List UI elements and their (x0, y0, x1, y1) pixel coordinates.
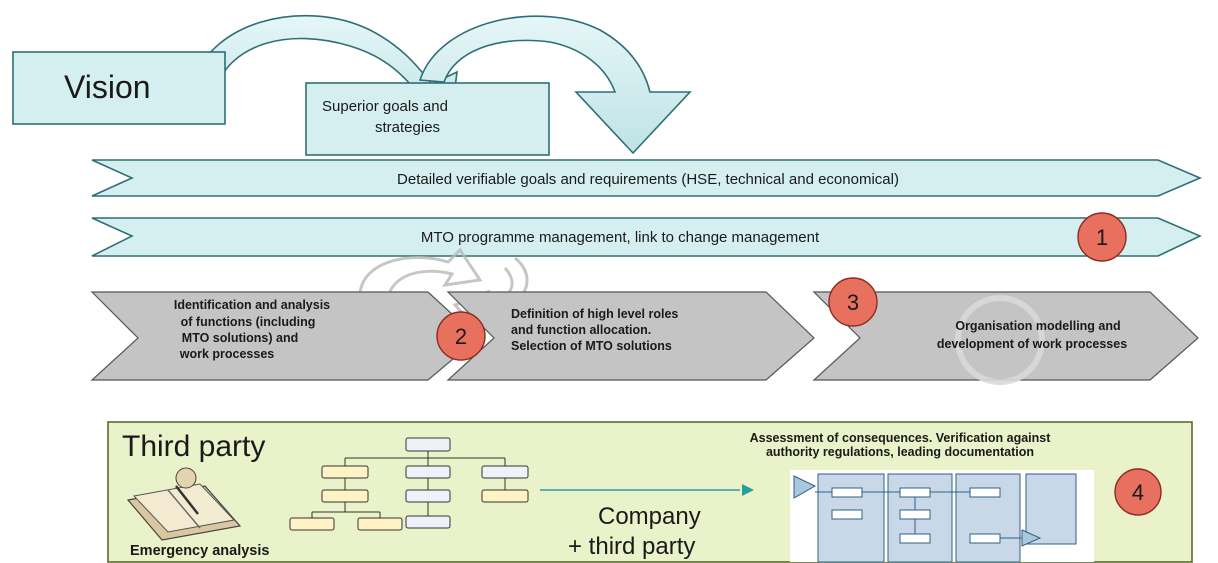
process-flow-diagram (790, 470, 1094, 563)
badge-4-label: 4 (1132, 480, 1144, 505)
tree-diagram (311, 450, 506, 518)
arrow-to-process-head (742, 484, 754, 496)
badge-1 (1077, 212, 1127, 262)
badge-1-label: 1 (1096, 225, 1108, 250)
tree-node (481, 489, 529, 503)
company-line1: Company (598, 503, 701, 530)
tree-node (405, 437, 451, 452)
vision-box (12, 51, 226, 125)
cycle-watermark-icon (955, 295, 1045, 385)
badge-3 (828, 277, 878, 327)
step-3-chevron (812, 291, 1199, 381)
superior-goals-box (305, 82, 550, 156)
company-line2: + third party (568, 533, 695, 560)
step-2-line1: Definition of high level roles (511, 307, 678, 321)
step-1-line2: of functions (including (181, 315, 316, 329)
step-2-chevron (446, 291, 815, 381)
vision-label: Vision (64, 69, 151, 105)
step-3-line2: development of work processes (937, 337, 1127, 351)
step-3-line1: Organisation modelling and (955, 319, 1120, 333)
goals-band (91, 159, 1203, 197)
assessment-line1: Assessment of consequences. Verification… (750, 431, 1052, 445)
badge-2-label: 2 (455, 324, 467, 349)
emergency-analysis-label: Emergency analysis (130, 543, 269, 559)
superior-goals-line1: Superior goals and (322, 98, 448, 115)
superior-goals-line2: strategies (375, 119, 440, 136)
step-1-line4: work processes (179, 347, 275, 361)
tree-node (289, 517, 335, 531)
mto-band-label: MTO programme management, link to change… (421, 229, 820, 246)
step-2-line2: and function allocation. (511, 323, 651, 337)
goals-band-label: Detailed verifiable goals and requiremen… (397, 171, 899, 188)
assessment-line2: authority regulations, leading documenta… (766, 445, 1034, 459)
tree-node (405, 489, 451, 503)
tree-node (481, 465, 529, 479)
tree-node (357, 517, 403, 531)
curved-arrow-goals-to-band (418, 15, 692, 155)
badge-2 (436, 311, 486, 361)
tree-node (321, 489, 369, 503)
badge-4 (1114, 468, 1162, 516)
emergency-book-icon (126, 467, 242, 541)
step-1-chevron (90, 291, 479, 381)
tree-node (405, 515, 451, 529)
mto-band (91, 217, 1202, 257)
tree-node (321, 465, 369, 479)
tree-node (405, 465, 451, 479)
step-1-line3: MTO solutions) and (182, 331, 298, 345)
step-1-line1: Identification and analysis (174, 298, 330, 312)
step-2-line3: Selection of MTO solutions (511, 339, 672, 353)
tree-nodes (289, 437, 529, 531)
third-party-title: Third party (122, 430, 265, 463)
badge-3-label: 3 (847, 290, 859, 315)
